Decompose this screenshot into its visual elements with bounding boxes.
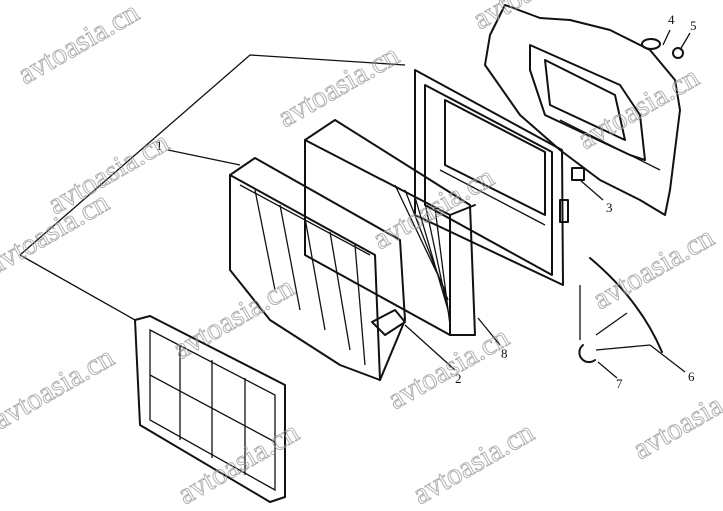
watermark: avtoasia.cn (587, 220, 720, 316)
clip-part-3 (571, 167, 585, 181)
watermark: avtoasia.cn (407, 415, 540, 511)
callout-1: 1 (156, 138, 163, 153)
callout-4: 4 (668, 12, 675, 27)
callout-8: 8 (501, 346, 508, 361)
bolt-part-4 (641, 38, 661, 50)
watermark: avtoasia.cn (12, 0, 145, 91)
hose-part-6 (589, 257, 663, 353)
callout-3: 3 (606, 200, 613, 215)
watermark: avtoasia.cn (0, 340, 120, 436)
leader-lines (19, 29, 691, 379)
housing-cover (484, 4, 681, 216)
watermark: avtoasia.cn (572, 60, 705, 156)
washer-part-5 (672, 47, 684, 59)
callout-2: 2 (455, 371, 462, 386)
callout-6: 6 (688, 369, 695, 384)
filter-frame (414, 69, 569, 286)
callout-7: 7 (616, 376, 623, 391)
watermark: avtoasia.cn (627, 370, 723, 466)
filter-element (304, 119, 476, 336)
air-box (229, 157, 406, 381)
grille (134, 315, 286, 503)
callout-5: 5 (690, 18, 697, 33)
clamp-part-7 (578, 344, 596, 364)
watermark: avtoasia.cn (272, 38, 405, 134)
watermark: avtoasia.cn (167, 270, 300, 366)
watermark: avtoasia.cn (467, 0, 600, 36)
